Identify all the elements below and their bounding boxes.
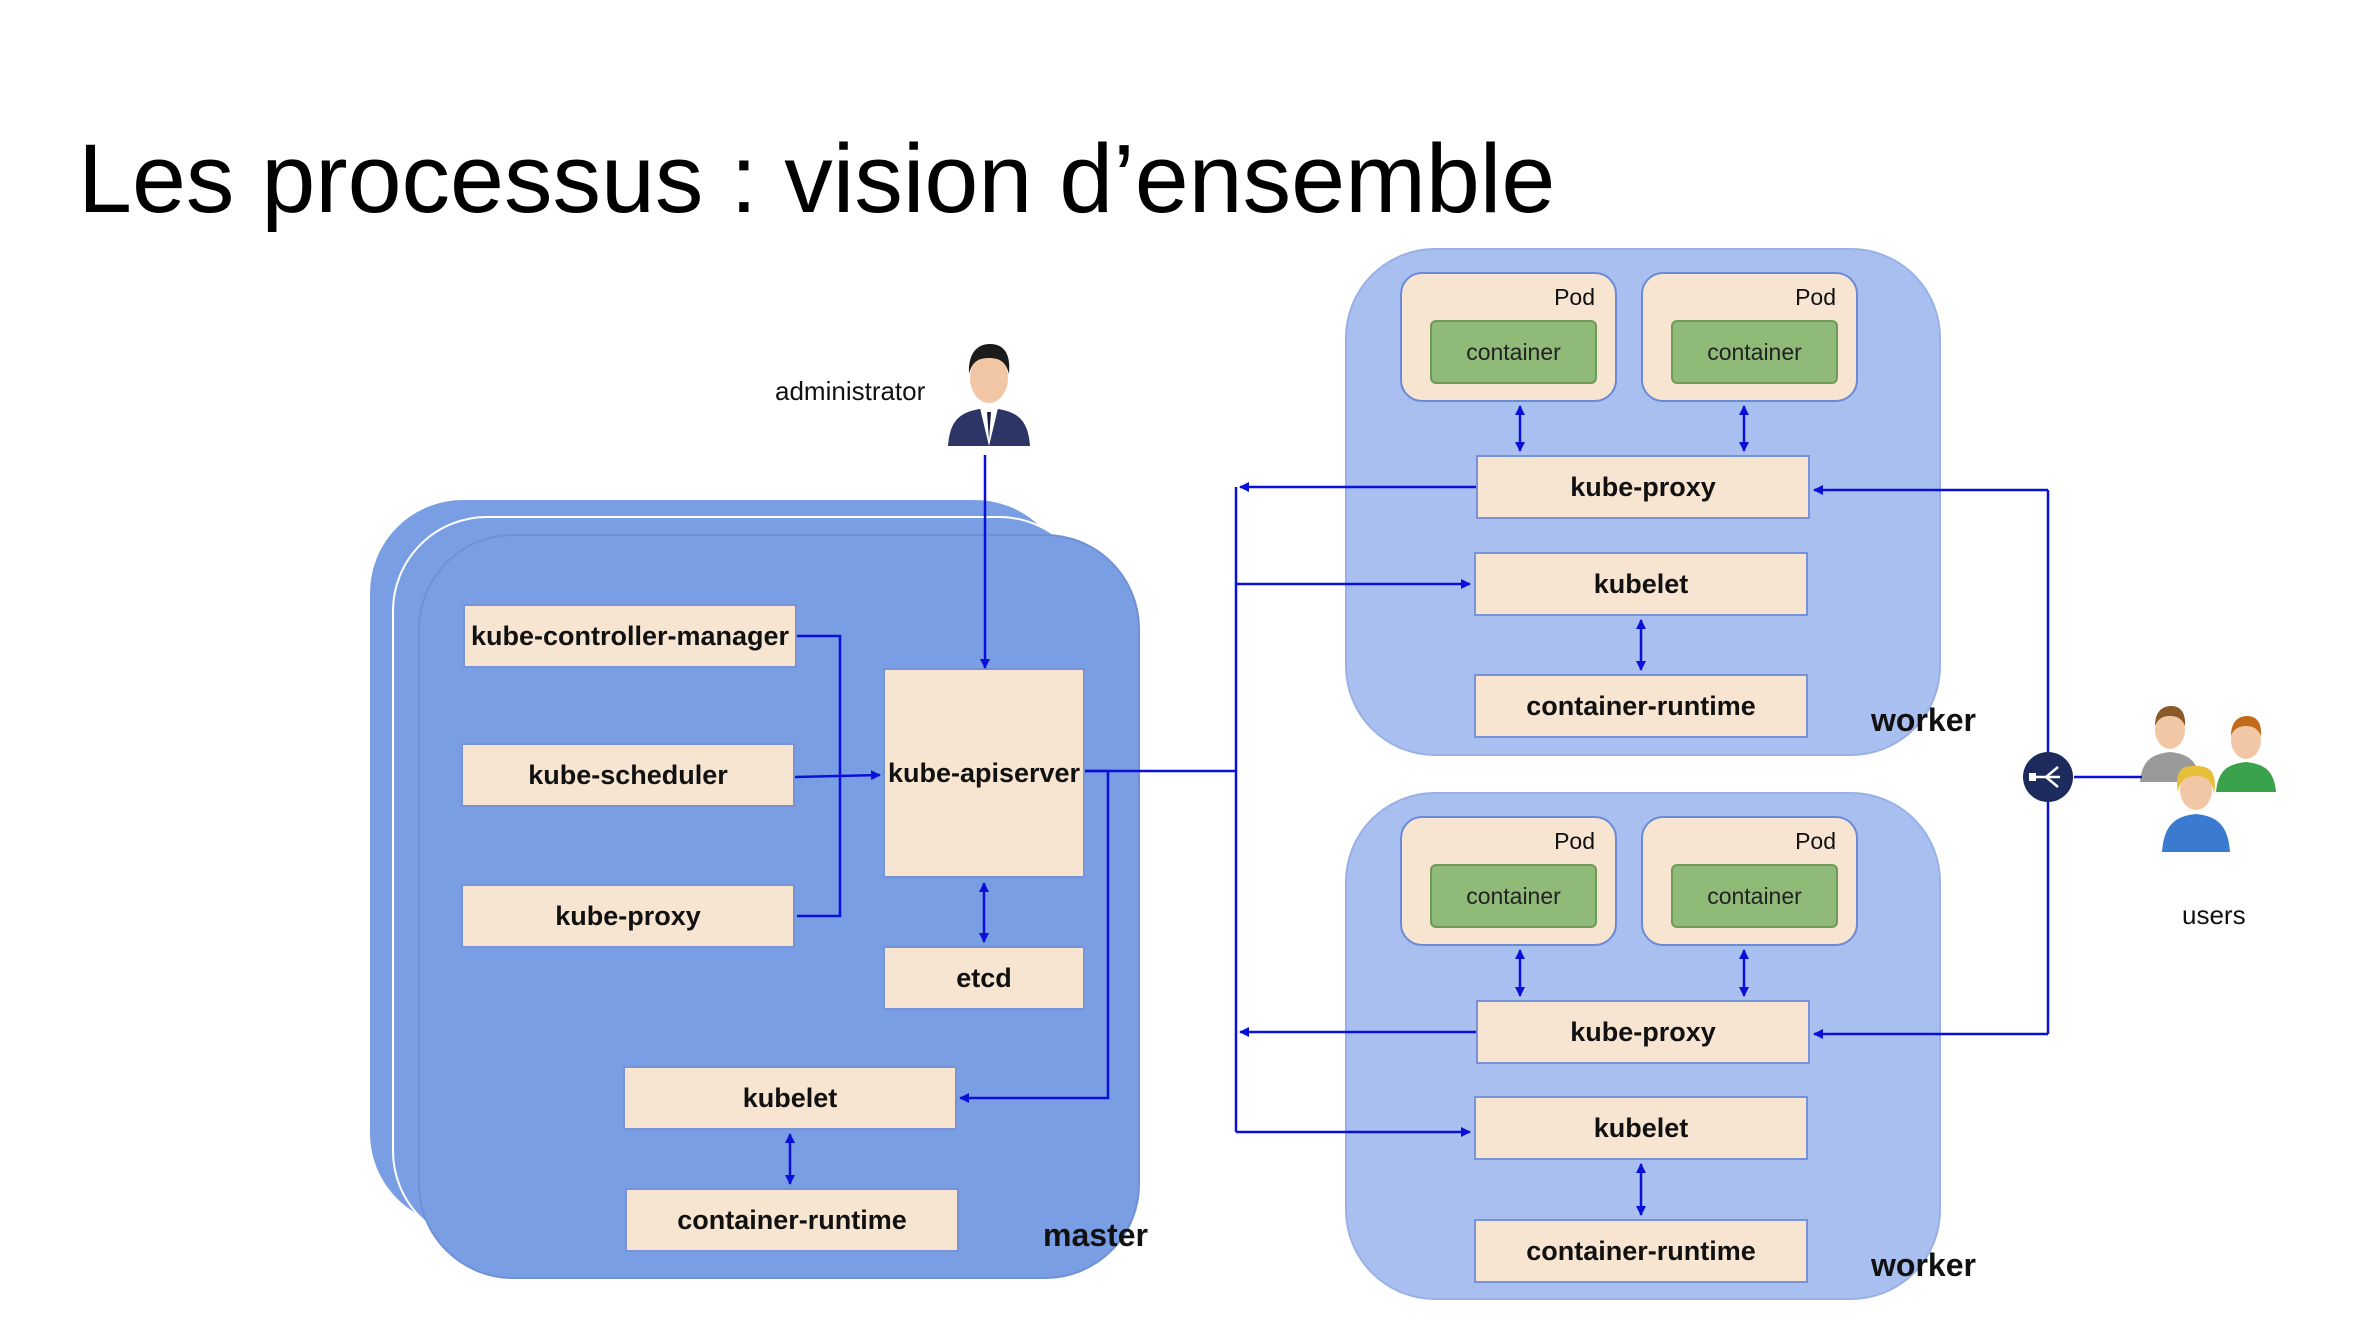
pod-label: Pod (1795, 828, 1836, 854)
worker2-kubelet-box: kubelet (1474, 1096, 1808, 1160)
master-container-runtime-box: container-runtime (625, 1188, 959, 1252)
worker2-container-runtime-box: container-runtime (1474, 1219, 1808, 1283)
pod-label: Pod (1554, 828, 1595, 854)
kube-apiserver-box: kube-apiserver (883, 668, 1085, 878)
container-box: container (1430, 320, 1597, 384)
kube-scheduler-box: kube-scheduler (461, 743, 795, 807)
load-balancer-icon (2023, 752, 2073, 802)
worker2-label: worker (1871, 1247, 1976, 1283)
worker1-pod-1: Pod container (1400, 272, 1617, 402)
pod-label: Pod (1795, 284, 1836, 310)
kube-controller-manager-box: kube-controller-manager (463, 604, 797, 668)
administrator-label: administrator (775, 376, 926, 406)
worker1-kubelet-box: kubelet (1474, 552, 1808, 616)
user-group-icon (2140, 706, 2276, 852)
worker1-label: worker (1871, 702, 1976, 738)
container-box: container (1430, 864, 1597, 928)
etcd-box: etcd (883, 946, 1085, 1010)
scheduler-to-apiserver-arrow (794, 770, 881, 781)
container-box: container (1671, 320, 1838, 384)
worker2-kube-proxy-box: kube-proxy (1476, 1000, 1810, 1064)
users-label: users (2182, 900, 2246, 930)
worker1-kube-proxy-box: kube-proxy (1476, 455, 1810, 519)
master-label: master (1043, 1217, 1148, 1253)
master-kubelet-box: kubelet (623, 1066, 957, 1130)
master-kube-proxy-box: kube-proxy (461, 884, 795, 948)
pod-label: Pod (1554, 284, 1595, 310)
page-title: Les processus : vision d’ensemble (78, 124, 1556, 233)
container-box: container (1671, 864, 1838, 928)
worker2-pod-1: Pod container (1400, 816, 1617, 946)
worker1-pod-2: Pod container (1641, 272, 1858, 402)
worker2-pod-2: Pod container (1641, 816, 1858, 946)
worker1-container-runtime-box: container-runtime (1474, 674, 1808, 738)
controller-manager-link (797, 634, 842, 777)
person-in-suit-icon (948, 344, 1030, 446)
master-proxy-link (797, 777, 842, 918)
apiserver-to-master-kubelet-arrow (959, 769, 1110, 1103)
